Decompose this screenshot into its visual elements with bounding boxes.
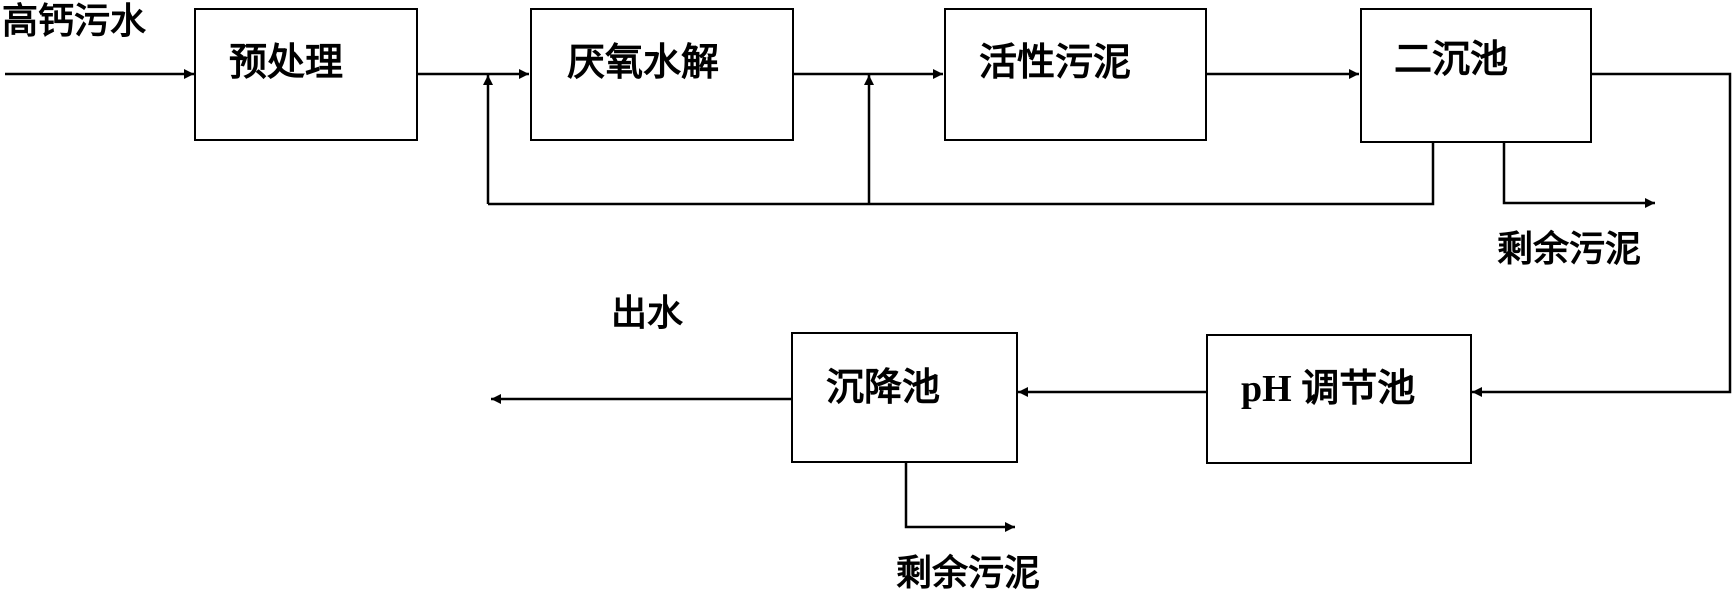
effluent-label: 出水: [611, 293, 684, 334]
anaerobic-hydrolysis-box: 厌氧水解: [530, 8, 794, 141]
activated-sludge-label: 活性污泥: [979, 40, 1132, 84]
excess-sludge-arrow-settling-tank: [904, 463, 1015, 532]
arrow-clarifier-to-ph-tank: [1472, 72, 1732, 397]
ph-adjustment-box: pH 调节池: [1206, 334, 1472, 464]
ph-adjustment-label: pH 调节池: [1241, 368, 1416, 410]
excess-sludge-label-clarifier: 剩余污泥: [1497, 229, 1642, 270]
secondary-clarifier-label: 二沉池: [1394, 37, 1509, 81]
anaerobic-hydrolysis-label: 厌氧水解: [567, 40, 720, 84]
excess-sludge-label-settling-tank: 剩余污泥: [896, 553, 1041, 594]
recycle-line: [488, 143, 1435, 206]
pretreatment-label: 预处理: [229, 40, 344, 84]
pretreatment-box: 预处理: [194, 8, 418, 141]
settling-tank-box: 沉降池: [791, 332, 1018, 463]
settling-tank-label: 沉降池: [826, 365, 941, 409]
activated-sludge-box: 活性污泥: [944, 8, 1207, 141]
input-label: 高钙污水: [2, 1, 147, 42]
secondary-clarifier-box: 二沉池: [1360, 8, 1592, 143]
excess-sludge-arrow-clarifier: [1502, 143, 1655, 208]
